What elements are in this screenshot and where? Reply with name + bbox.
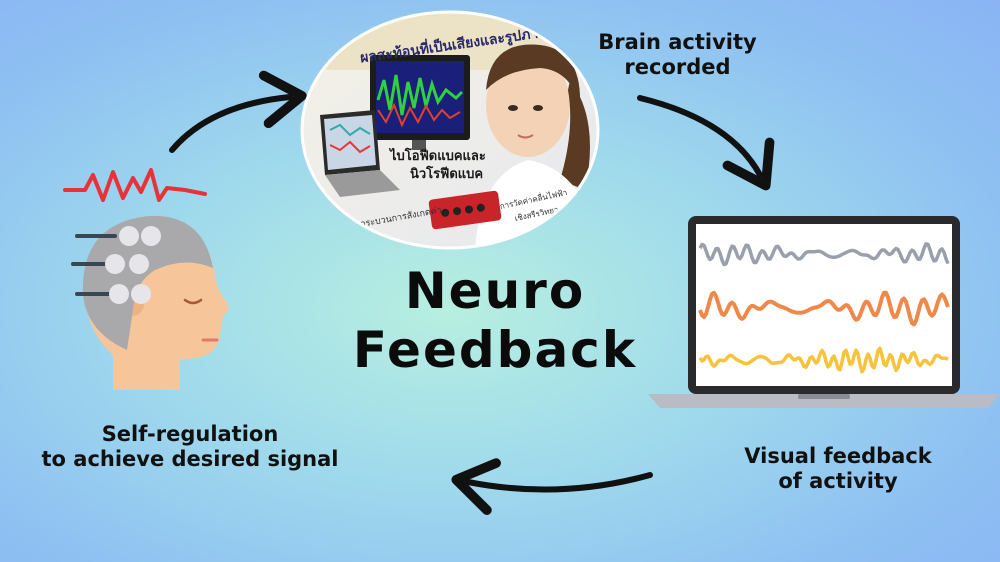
eeg-session-photo: ผลสะท้อนที่เป็นเสียงและรูปภาพ ไบโอฟีดแบค…: [300, 10, 600, 250]
arrow-head-to-photo: [169, 70, 307, 153]
label-brain-activity: Brain activity recorded: [575, 30, 780, 80]
waveform-gray: [698, 242, 950, 267]
label-visual-feedback: Visual feedback of activity: [718, 444, 958, 494]
title-line-1: Neuro: [404, 262, 586, 320]
title-line-2: Feedback: [352, 321, 638, 379]
arrow-laptop-to-head: [451, 458, 653, 515]
label-self-regulation-line-1: Self-regulation: [101, 422, 279, 446]
label-self-regulation-line-2: to achieve desired signal: [41, 447, 339, 472]
waveform-yellow: [698, 346, 949, 374]
laptop-waveform-icon: [648, 216, 1000, 408]
arrow-photo-to-laptop: [637, 95, 775, 191]
label-brain-activity-line-1: Brain activity: [598, 30, 757, 54]
diagram-title: Neuro Feedback: [330, 262, 660, 380]
photo-caption-1: ไบโอฟีดแบคและ: [388, 147, 486, 164]
label-visual-feedback-line-1: Visual feedback: [744, 444, 932, 468]
pulse-line-icon: [63, 168, 207, 202]
waveform-orange: [698, 290, 950, 327]
label-brain-activity-line-2: recorded: [624, 55, 731, 80]
head-with-eeg-cap-icon: [63, 168, 229, 390]
label-visual-feedback-line-2: of activity: [778, 469, 898, 494]
label-self-regulation: Self-regulation to achieve desired signa…: [20, 422, 360, 472]
photo-caption-2: นิวโรฟีดแบค: [410, 165, 483, 182]
